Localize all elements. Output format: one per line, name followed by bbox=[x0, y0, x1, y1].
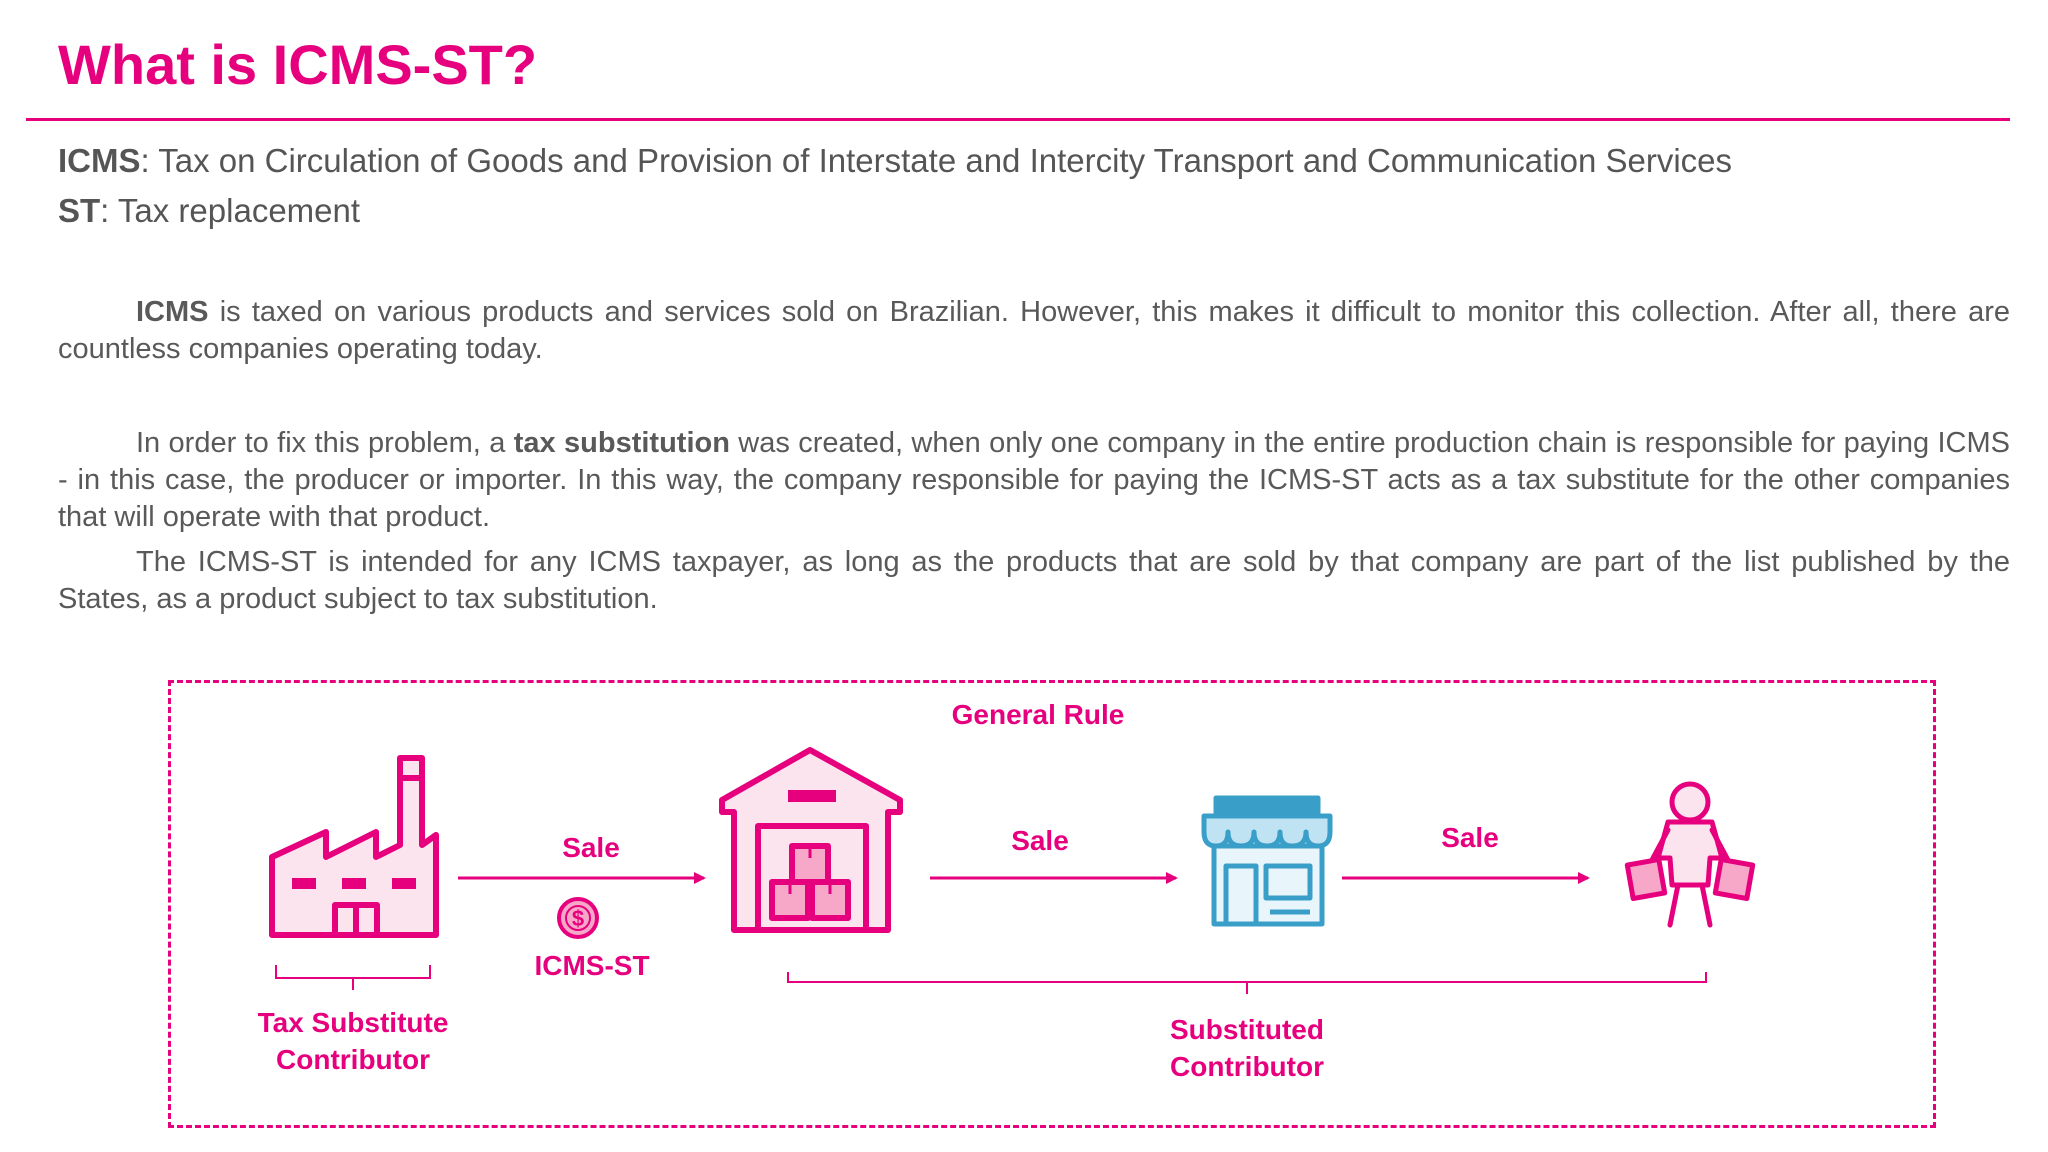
st-definition: ST: Tax replacement bbox=[58, 192, 360, 230]
tax-substitute-line2: Contributor bbox=[276, 1044, 430, 1075]
icms-st-label: ICMS-ST bbox=[534, 950, 650, 981]
sale-label-1: Sale bbox=[562, 832, 620, 863]
substituted-bracket bbox=[787, 972, 1707, 994]
paragraph-3-text: The ICMS-ST is intended for any ICMS tax… bbox=[58, 546, 2010, 615]
sale-label-3: Sale bbox=[1441, 822, 1499, 853]
factory-icon bbox=[269, 755, 439, 938]
general-rule-heading: General Rule bbox=[951, 699, 1125, 730]
icms-definition: ICMS: Tax on Circulation of Goods and Pr… bbox=[58, 142, 1732, 180]
paragraph-1: ICMS is taxed on various products and se… bbox=[58, 294, 2010, 368]
paragraph-2-pre: In order to fix this problem, a bbox=[136, 427, 514, 459]
paragraph-3: The ICMS-ST is intended for any ICMS tax… bbox=[58, 544, 2010, 618]
coin-symbol: $ bbox=[571, 906, 585, 931]
icms-definition-text: : Tax on Circulation of Goods and Provis… bbox=[140, 142, 1733, 179]
st-definition-text: : Tax replacement bbox=[100, 192, 361, 229]
tax-substitute-label: Tax Substitute Contributor bbox=[228, 1004, 478, 1078]
substituted-line1: Substituted bbox=[1170, 1014, 1324, 1045]
shopper-icon bbox=[1624, 781, 1756, 928]
sale-label-2: Sale bbox=[1011, 825, 1069, 856]
page-title: What is ICMS-ST? bbox=[58, 33, 538, 96]
paragraph-2-post: was created, when only one company in th… bbox=[58, 427, 2010, 533]
icms-term: ICMS bbox=[58, 142, 141, 179]
paragraph-2-bold: tax substitution bbox=[513, 427, 730, 459]
store-icon bbox=[1201, 795, 1333, 927]
paragraph-1-bold: ICMS bbox=[136, 296, 209, 328]
warehouse-icon bbox=[719, 747, 903, 933]
paragraph-1-text: is taxed on various products and service… bbox=[58, 296, 2010, 365]
substituted-contributor-label: Substituted Contributor bbox=[1122, 1011, 1372, 1085]
st-term: ST bbox=[58, 192, 101, 229]
general-rule-frame bbox=[168, 680, 1936, 1128]
tax-substitute-bracket bbox=[275, 965, 431, 990]
substituted-line2: Contributor bbox=[1170, 1051, 1324, 1082]
coin-icon bbox=[557, 897, 599, 939]
paragraph-2: In order to fix this problem, a tax subs… bbox=[58, 425, 2010, 536]
tax-substitute-line1: Tax Substitute bbox=[257, 1007, 449, 1038]
title-divider bbox=[26, 118, 2010, 121]
